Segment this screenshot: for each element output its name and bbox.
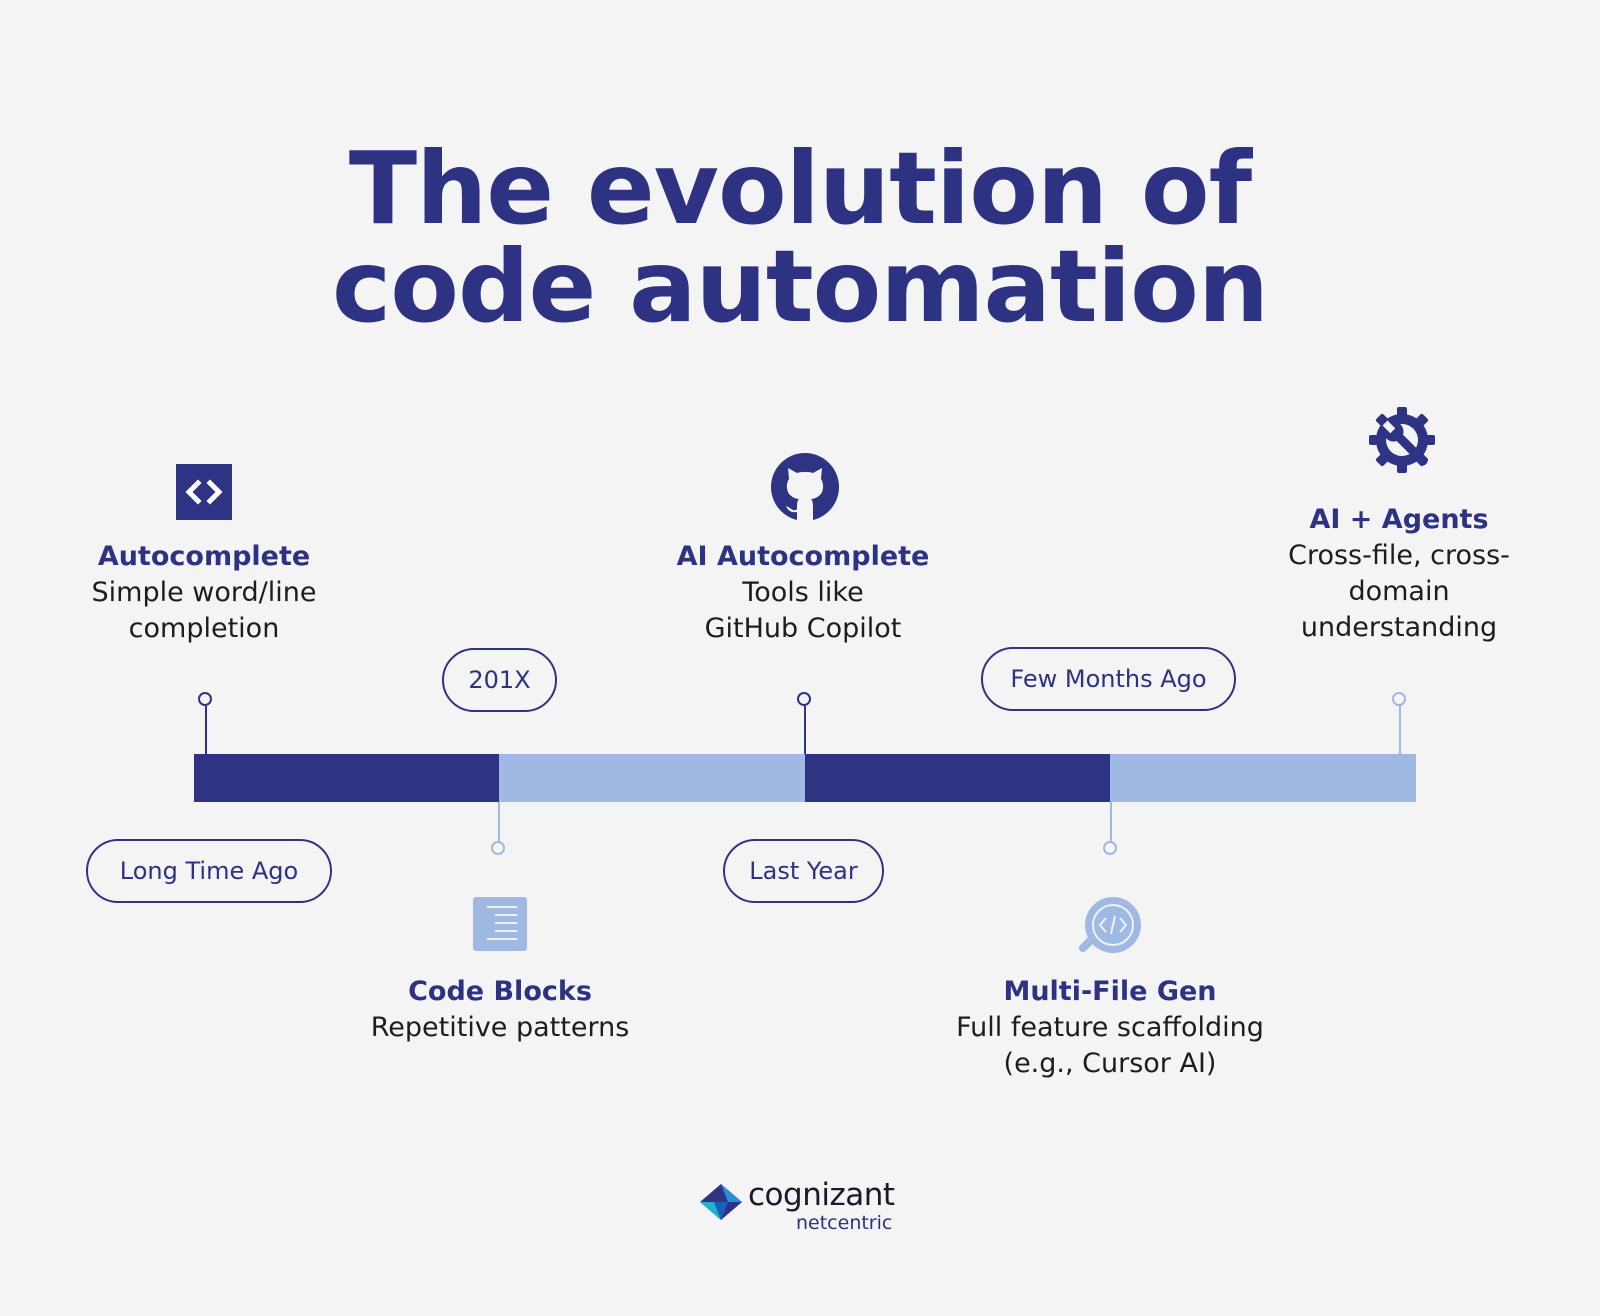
logo-wordmark: cognizant — [748, 1177, 895, 1213]
stem-ai-agents — [1399, 706, 1401, 754]
cognizant-mark-icon — [700, 1184, 742, 1220]
milestone-desc-line: Repetitive patterns — [370, 1012, 630, 1043]
milestone-desc-line: Full feature scaffolding — [956, 1012, 1264, 1043]
document-lines-icon — [473, 897, 527, 951]
dot-ai-agents — [1392, 692, 1406, 706]
logo-subtitle: netcentric — [796, 1212, 893, 1234]
title-line-1: The evolution of — [348, 130, 1252, 247]
milestone-autocomplete: Autocomplete Simple word/line completion — [54, 539, 354, 647]
timeline-segment-3 — [805, 754, 1110, 802]
period-pill-long-time-ago: Long Time Ago — [86, 839, 332, 903]
code-brackets-icon — [176, 464, 232, 520]
period-pill-last-year: Last Year — [723, 839, 884, 903]
period-pill-few-months-ago: Few Months Ago — [981, 647, 1236, 711]
dot-code-blocks — [491, 841, 505, 855]
timeline-segment-2 — [499, 754, 805, 802]
milestone-desc-line: completion — [128, 613, 280, 644]
milestone-desc-line: (e.g., Cursor AI) — [1003, 1048, 1217, 1079]
cognizant-logo: cognizant netcentric — [700, 1178, 900, 1238]
stem-ai-autocomplete — [804, 706, 806, 754]
stem-code-blocks — [498, 802, 500, 848]
milestone-title: Code Blocks — [408, 976, 592, 1007]
milestone-ai-agents: AI + Agents Cross-file, cross- domain un… — [1246, 502, 1552, 646]
period-pill-201x: 201X — [442, 648, 557, 712]
milestone-desc-line: Simple word/line — [91, 577, 317, 608]
timeline-segment-1 — [194, 754, 499, 802]
milestone-desc-line: Tools like — [742, 577, 864, 608]
gear-wrench-icon — [1369, 407, 1435, 473]
stem-multi-file-gen — [1110, 802, 1112, 848]
title-line-2: code automation — [331, 228, 1269, 345]
milestone-title: AI + Agents — [1309, 504, 1489, 535]
milestone-title: Autocomplete — [97, 541, 311, 572]
dot-multi-file-gen — [1103, 841, 1117, 855]
milestone-title: AI Autocomplete — [676, 541, 930, 572]
dot-ai-autocomplete — [797, 692, 811, 706]
dot-autocomplete — [198, 692, 212, 706]
milestone-title: Multi-File Gen — [1003, 976, 1217, 1007]
milestone-desc-line: GitHub Copilot — [704, 613, 902, 644]
github-icon — [771, 453, 839, 521]
milestone-desc-line: understanding — [1300, 612, 1498, 643]
timeline-segment-4 — [1110, 754, 1416, 802]
page-title: The evolution of code automation — [0, 130, 1600, 345]
code-search-icon — [1079, 897, 1141, 953]
stem-autocomplete — [205, 706, 207, 754]
milestone-desc-line: Cross-file, cross- — [1288, 540, 1510, 571]
milestone-multi-file-gen: Multi-File Gen Full feature scaffolding … — [910, 974, 1310, 1082]
milestone-desc-line: domain — [1348, 576, 1450, 607]
milestone-ai-autocomplete: AI Autocomplete Tools like GitHub Copilo… — [628, 539, 978, 647]
milestone-code-blocks: Code Blocks Repetitive patterns — [330, 974, 670, 1046]
